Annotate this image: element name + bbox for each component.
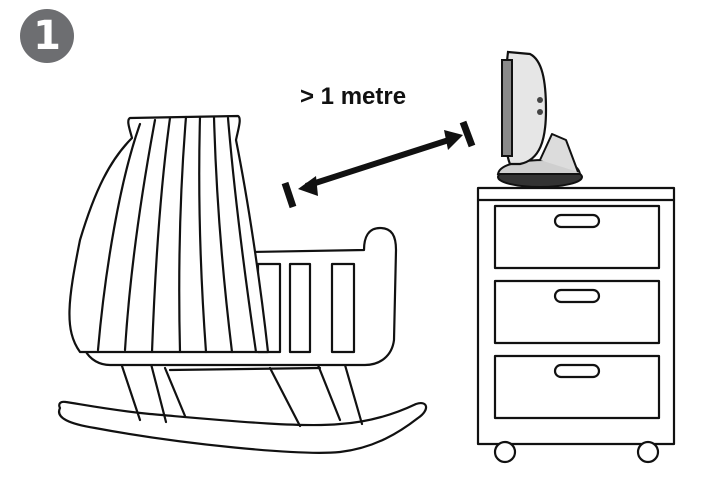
distance-marker-left bbox=[281, 181, 297, 209]
cradle-icon bbox=[57, 114, 428, 454]
camera-button-icon bbox=[537, 97, 543, 103]
cabinet-wheel-left bbox=[493, 440, 517, 464]
distance-label: > 1 metre bbox=[300, 83, 407, 110]
distance-arrow bbox=[281, 120, 476, 209]
camera-button-icon bbox=[537, 109, 543, 115]
cabinet-wheel-right bbox=[636, 440, 660, 464]
baby-monitor-camera-icon bbox=[496, 50, 583, 188]
cabinet-drawer-bottom bbox=[493, 354, 661, 420]
cabinet-drawer-middle bbox=[493, 279, 661, 345]
cabinet-drawer-top bbox=[493, 204, 661, 270]
arrowhead-right-icon bbox=[444, 130, 463, 150]
step-number-badge: 1 bbox=[20, 9, 74, 63]
distance-marker-right bbox=[459, 120, 476, 148]
cabinet-icon bbox=[476, 186, 676, 464]
arrowhead-left-icon bbox=[298, 176, 318, 196]
